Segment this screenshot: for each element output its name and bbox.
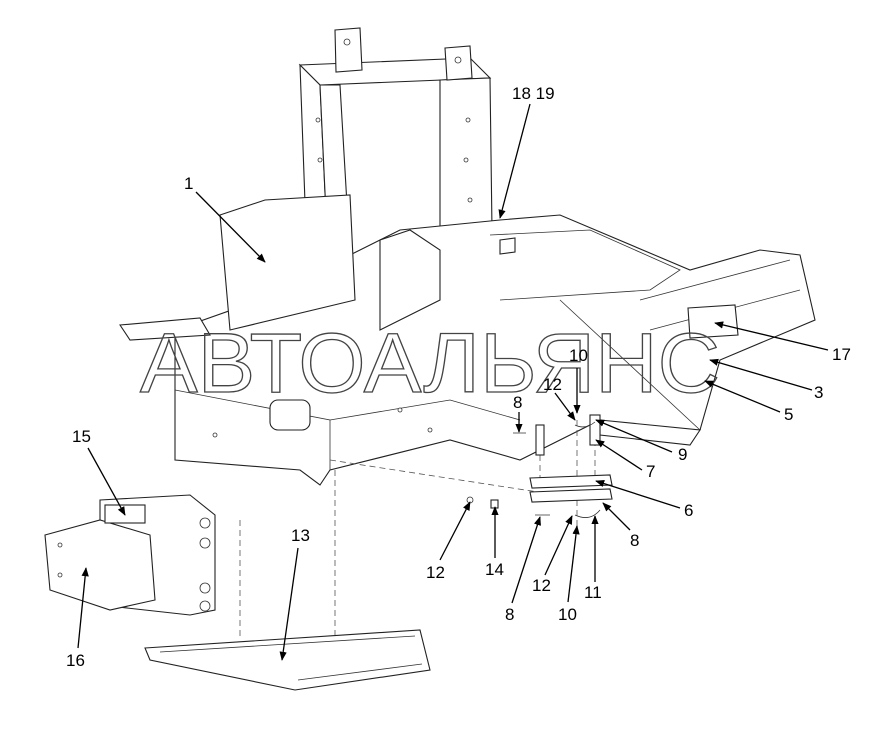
leader-lines	[77, 103, 829, 661]
callout-8: 8	[513, 393, 522, 412]
callout-10: 10	[569, 346, 588, 365]
callout-18-19: 18 19	[512, 84, 555, 103]
callout-12: 12	[426, 563, 445, 582]
callout-3: 3	[814, 383, 823, 402]
callout-8: 8	[505, 605, 514, 624]
callout-12: 12	[543, 375, 562, 394]
floor-plate	[144, 629, 431, 691]
callout-15: 15	[72, 427, 91, 446]
callout-13: 13	[291, 526, 310, 545]
callout-12: 12	[532, 576, 551, 595]
callout-16: 16	[66, 651, 85, 670]
callout-1: 1	[184, 174, 193, 193]
callout-7: 7	[646, 462, 655, 481]
chassis	[119, 194, 816, 486]
callout-8: 8	[630, 531, 639, 550]
callout-6: 6	[684, 501, 693, 520]
callout-11: 11	[584, 583, 602, 602]
small-parts	[466, 414, 613, 518]
callout-5: 5	[784, 405, 793, 424]
watermark-text: АВТОАЛЬЯНС	[140, 316, 720, 410]
callout-labels: 1 18 19 10 12 8 17 3 5 9 7 6 8 11 10 12 …	[66, 84, 851, 670]
callout-17: 17	[832, 345, 851, 364]
callout-9: 9	[678, 445, 687, 464]
callout-14: 14	[485, 560, 504, 579]
callout-10: 10	[558, 605, 577, 624]
axle-assembly	[44, 494, 216, 616]
